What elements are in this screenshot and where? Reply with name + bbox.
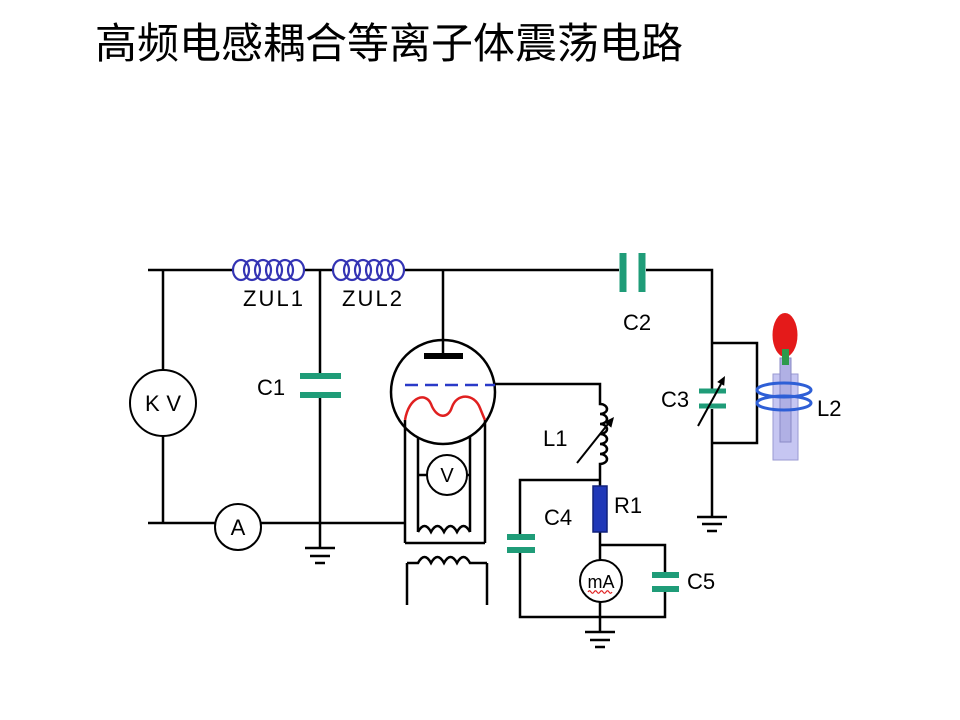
milliammeter-ma: mA (579, 559, 623, 603)
component-labels: ZUL1 ZUL2 C1 C2 C3 C4 C5 L1 L2 R1 (243, 286, 841, 594)
wire-filament-leads (403, 420, 487, 543)
label-zul2: ZUL2 (342, 286, 402, 311)
coil-turn (353, 258, 373, 282)
coil-turn (755, 394, 813, 412)
capacitor-plates (619, 253, 646, 292)
coil-turn (364, 258, 384, 282)
capacitor-c3 (699, 388, 726, 409)
label-c1: C1 (257, 375, 285, 400)
torch-inner-tube (779, 357, 792, 443)
plasma-torch (772, 313, 799, 461)
meter-label-v: V (440, 465, 454, 487)
coil-turn (231, 258, 251, 282)
coil-turn (253, 258, 273, 282)
coil-turn (242, 258, 262, 282)
wire-left-supply (148, 270, 405, 525)
coil-turn (264, 258, 284, 282)
capacitor-plates (507, 534, 535, 553)
slide-title: 高频电感耦合等离子体震荡电路 (95, 19, 684, 68)
wire-grid-lead (495, 382, 602, 398)
ground-lines (305, 546, 335, 565)
coil-turn (386, 258, 406, 282)
induction-coil-l2 (755, 381, 813, 412)
ground-lines (585, 630, 615, 649)
voltmeter-v: V (426, 454, 468, 496)
meter-body (129, 369, 197, 437)
c3-adjust-arrow (697, 376, 725, 427)
capacitor-plates (699, 388, 726, 409)
label-l2: L2 (817, 396, 841, 421)
ground-lines (697, 515, 727, 533)
label-c4: C4 (544, 505, 572, 530)
choke-inductor-zul2 (331, 258, 406, 282)
label-c2: C2 (623, 310, 651, 335)
label-c5: C5 (687, 569, 715, 594)
wire-bias-network (518, 468, 667, 632)
coil-turn (342, 258, 362, 282)
label-r1: R1 (614, 493, 642, 518)
capacitor-c2 (619, 253, 646, 292)
coil-turn (275, 258, 295, 282)
capacitor-c5 (652, 572, 679, 592)
capacitor-plates (652, 572, 679, 592)
capacitor-c1 (300, 373, 341, 398)
coil-turn (331, 258, 351, 282)
choke-inductor-zul1 (231, 258, 306, 282)
transformer-primary-coil (407, 555, 487, 566)
resistor-r1 (592, 485, 608, 533)
spellcheck-squiggle (587, 590, 613, 594)
ammeter-a: A (214, 503, 262, 551)
meter-body (214, 503, 262, 551)
kilovoltmeter-kv: KV (129, 369, 197, 437)
label-zul1: ZUL1 (243, 286, 303, 311)
wire-tank-circuit (710, 341, 759, 517)
meter-label-ma: mA (588, 572, 615, 592)
arrow-shaft (576, 423, 609, 464)
meter-label-a: A (231, 515, 246, 540)
ground-symbol-c1 (305, 546, 335, 565)
plasma-flame (772, 313, 798, 357)
l1-adjust-arrow (576, 417, 614, 464)
label-c3: C3 (661, 387, 689, 412)
capacitor-plates (300, 373, 341, 398)
label-l1: L1 (543, 426, 567, 451)
meter-body (426, 454, 468, 496)
capacitor-c4 (507, 534, 535, 553)
ground-symbol-tank (697, 515, 727, 533)
tube-envelope (389, 338, 497, 446)
tube-anode-plate (424, 353, 463, 359)
coil-turn (286, 258, 306, 282)
vacuum-tube (389, 338, 497, 446)
transformer-secondary-coil (416, 524, 472, 535)
tube-filament (403, 395, 487, 421)
coil-turn (375, 258, 395, 282)
arrow-head (604, 417, 614, 428)
ground-symbol-bias (585, 630, 615, 649)
flame-base (782, 349, 789, 365)
wire-transformer-primary-leads (405, 563, 489, 605)
arrow-head (717, 376, 725, 386)
arrow-shaft (697, 383, 722, 427)
